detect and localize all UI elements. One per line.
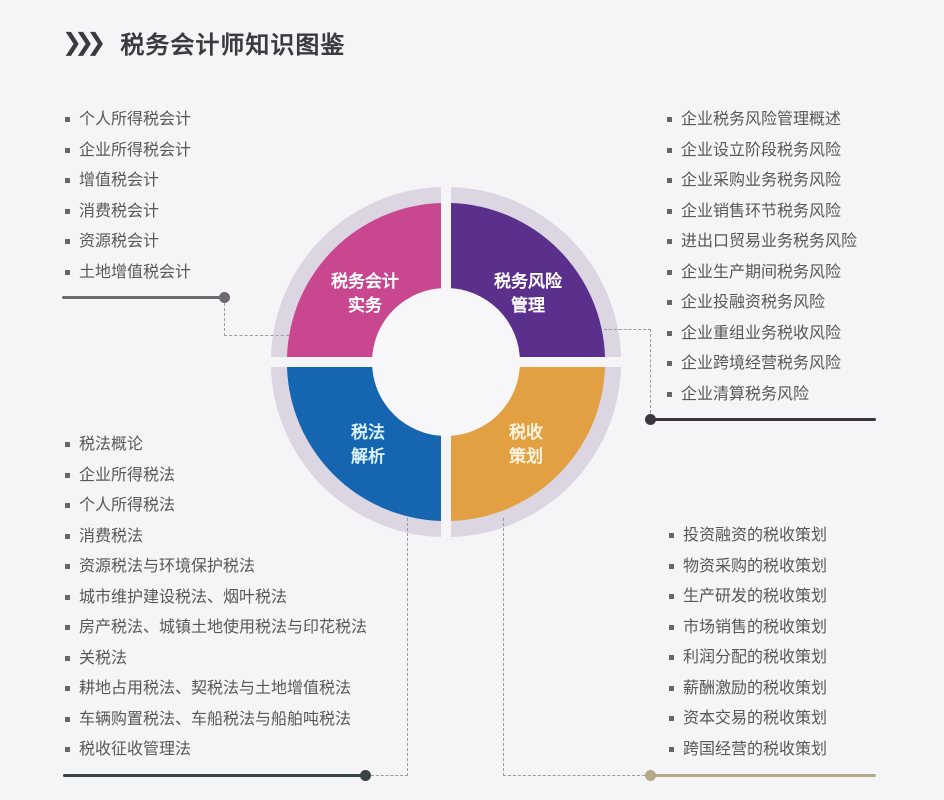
list-item: 资本交易的税收策划	[667, 703, 827, 734]
list-item: 企业销售环节税务风险	[665, 196, 857, 227]
list-item: 物资采购的税收策划	[667, 551, 827, 582]
quadrant-label-line2: 策划	[509, 447, 543, 467]
connector-line-bottom-left	[63, 774, 365, 777]
quadrant-label-line2: 管理	[511, 296, 545, 316]
list-item: 企业重组业务税收风险	[665, 318, 857, 349]
connector-line-top-right	[650, 418, 876, 421]
list-item: 市场销售的税收策划	[667, 612, 827, 643]
list-item: 企业生产期间税务风险	[665, 257, 857, 288]
list-item: 关税法	[63, 643, 367, 674]
list-tax-accounting-practice: 个人所得税会计 企业所得税会计 增值税会计 消费税会计 资源税会计 土地增值税会…	[63, 104, 191, 287]
list-item: 车辆购置税法、车船税法与船舶吨税法	[63, 704, 367, 735]
page-title: ❯❯❯ 税务会计师知识图鉴	[62, 22, 345, 62]
connector-dash-top-right	[604, 329, 651, 418]
list-item: 利润分配的税收策划	[667, 642, 827, 673]
list-item: 城市维护建设税法、烟叶税法	[63, 582, 367, 613]
list-item: 房产税法、城镇土地使用税法与印花税法	[63, 612, 367, 643]
connector-dot-top-left	[219, 292, 230, 303]
list-item: 资源税法与环境保护税法	[63, 551, 367, 582]
list-item: 企业清算税务风险	[665, 379, 857, 410]
list-item: 薪酬激励的税收策划	[667, 673, 827, 704]
quadrant-label-tax-law-analysis: 税法 解析	[328, 421, 408, 469]
connector-line-top-left	[62, 296, 224, 299]
list-item: 投资融资的税收策划	[667, 520, 827, 551]
list-item: 跨国经营的税收策划	[667, 734, 827, 765]
quadrant-label-line2: 实务	[348, 296, 382, 316]
list-item: 企业所得税会计	[63, 135, 191, 166]
connector-dash-bottom-left	[371, 518, 408, 776]
list-item: 进出口贸易业务税务风险	[665, 226, 857, 257]
list-item: 个人所得税会计	[63, 104, 191, 135]
connector-dash-top-left	[224, 303, 289, 336]
connector-dot-bottom-left	[360, 770, 371, 781]
list-item: 生产研发的税收策划	[667, 581, 827, 612]
list-item: 税法概论	[63, 429, 367, 460]
quadrant-label-tax-accounting-practice: 税务会计 实务	[315, 270, 415, 318]
list-item: 企业采购业务税务风险	[665, 165, 857, 196]
list-item: 耕地占用税法、契税法与土地增值税法	[63, 673, 367, 704]
list-item: 企业所得税法	[63, 460, 367, 491]
list-item: 消费税会计	[63, 196, 191, 227]
list-item: 土地增值税会计	[63, 257, 191, 288]
quadrant-label-line2: 解析	[351, 447, 385, 467]
quadrant-label-tax-risk-management: 税务风险 管理	[478, 270, 578, 318]
connector-dash-bottom-right	[503, 518, 650, 776]
quadrant-label-line1: 税务会计	[331, 272, 399, 292]
page-title-text: 税务会计师知识图鉴	[120, 30, 346, 59]
quadrant-label-line1: 税收	[509, 423, 543, 443]
list-item: 消费税法	[63, 521, 367, 552]
list-item: 企业跨境经营税务风险	[665, 348, 857, 379]
list-item: 税收征收管理法	[63, 734, 367, 765]
quadrant-label-line1: 税务风险	[494, 272, 562, 292]
quadrant-label-line1: 税法	[351, 423, 385, 443]
list-tax-risk-management: 企业税务风险管理概述 企业设立阶段税务风险 企业采购业务税务风险 企业销售环节税…	[665, 104, 857, 409]
list-item: 企业投融资税务风险	[665, 287, 857, 318]
list-item: 个人所得税法	[63, 490, 367, 521]
list-tax-planning: 投资融资的税收策划 物资采购的税收策划 生产研发的税收策划 市场销售的税收策划 …	[667, 520, 827, 764]
list-item: 增值税会计	[63, 165, 191, 196]
quadrant-label-tax-planning: 税收 策划	[486, 421, 566, 469]
list-item: 企业税务风险管理概述	[665, 104, 857, 135]
list-tax-law-analysis: 税法概论 企业所得税法 个人所得税法 消费税法 资源税法与环境保护税法 城市维护…	[63, 429, 367, 765]
connector-line-bottom-right	[650, 774, 876, 777]
ring-center	[372, 288, 520, 436]
list-item: 资源税会计	[63, 226, 191, 257]
list-item: 企业设立阶段税务风险	[665, 135, 857, 166]
